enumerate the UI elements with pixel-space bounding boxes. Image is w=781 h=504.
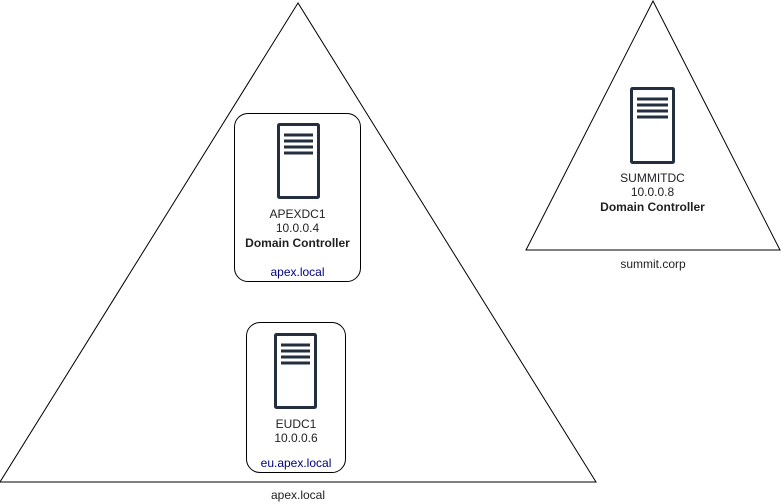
server-role: Domain Controller [245,236,350,250]
server-icon[interactable] [277,123,320,199]
server-ip: 10.0.0.8 [630,185,675,199]
server-ip: 10.0.0.6 [274,431,318,445]
server-ip: 10.0.0.4 [275,221,320,235]
server-icon[interactable] [274,333,317,409]
server-name: SUMMITDC [620,171,685,185]
server-icon[interactable] [630,87,675,164]
forest-label: summit.corp [620,257,686,271]
forest-label: apex.local [270,488,326,502]
server-name: APEXDC1 [269,207,326,221]
domain-label: apex.local [270,265,325,279]
domain-label: eu.apex.local [260,456,332,470]
server-name: EUDC1 [275,417,317,431]
server-role: Domain Controller [600,200,705,214]
